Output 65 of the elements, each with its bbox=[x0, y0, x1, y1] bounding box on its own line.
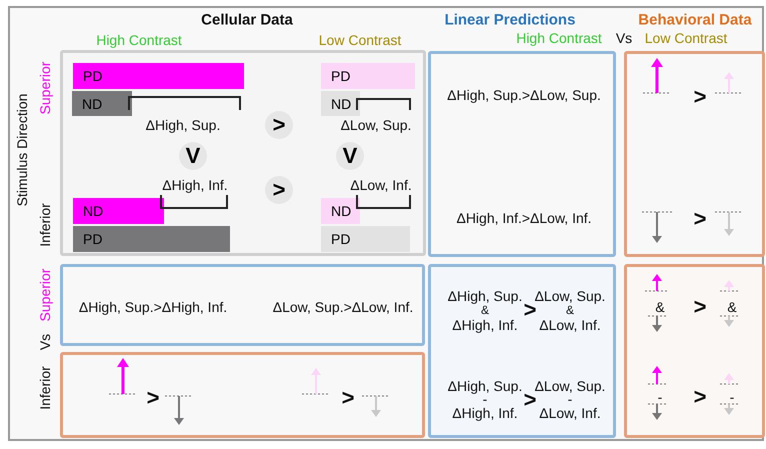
comparison-sign: > bbox=[524, 299, 536, 321]
difference-label: ΔHigh, Sup. bbox=[146, 118, 220, 132]
row-label: Superior bbox=[38, 62, 52, 114]
prediction-panel bbox=[428, 264, 616, 438]
response-bar: PD bbox=[321, 63, 415, 89]
condition-label: High Contrast bbox=[516, 31, 602, 45]
difference-label: ΔHigh, Inf. bbox=[162, 178, 228, 192]
difference-label: ΔLow, Inf. bbox=[350, 178, 412, 192]
comparison-sign: > bbox=[524, 389, 536, 411]
behavior-panel bbox=[624, 264, 765, 438]
operator-sign: & bbox=[727, 300, 737, 314]
comparison-sign: > bbox=[694, 386, 706, 408]
response-bar: ND bbox=[321, 91, 360, 116]
column-heading: Cellular Data bbox=[201, 12, 293, 28]
operator-sign: - bbox=[482, 392, 488, 406]
response-bar: ND bbox=[72, 91, 132, 116]
data-panel bbox=[60, 50, 426, 256]
prediction-panel bbox=[60, 264, 425, 346]
prediction-text: ΔHigh, Inf. bbox=[452, 318, 518, 332]
prediction-text: ΔLow, Inf. bbox=[539, 406, 601, 420]
comparison-sign: > bbox=[694, 296, 706, 318]
response-bar: ND bbox=[321, 198, 360, 224]
response-bar: PD bbox=[73, 226, 230, 252]
prediction-text: ΔHigh, Inf. bbox=[452, 406, 518, 420]
condition-label: High Contrast bbox=[96, 33, 182, 47]
response-bar: PD bbox=[73, 63, 244, 89]
operator-sign: - bbox=[730, 390, 734, 404]
column-heading: Linear Predictions bbox=[444, 12, 576, 28]
comparison-sign: > bbox=[694, 208, 706, 230]
condition-label: Low Contrast bbox=[318, 33, 402, 47]
axis-title: Stimulus Direction bbox=[15, 94, 29, 206]
comparison-badge: > bbox=[265, 176, 293, 204]
behavior-panel bbox=[60, 352, 425, 438]
response-bar: ND bbox=[73, 198, 164, 224]
prediction-text: ΔLow, Sup. bbox=[534, 379, 606, 393]
prediction-text: ΔHigh, Inf.>ΔLow, Inf. bbox=[456, 211, 592, 225]
prediction-text: ΔHigh, Sup. bbox=[448, 379, 522, 393]
comparison-sign: > bbox=[342, 387, 354, 409]
row-label: Inferior bbox=[38, 366, 52, 410]
column-heading: Behavioral Data bbox=[638, 12, 752, 28]
comparison-badge: > bbox=[265, 111, 293, 139]
comparison-sign: > bbox=[694, 86, 706, 108]
response-bar: PD bbox=[321, 226, 410, 252]
comparison-badge: V bbox=[336, 142, 364, 170]
operator-sign: - bbox=[658, 390, 662, 404]
prediction-text: ΔHigh, Sup. bbox=[448, 289, 522, 303]
difference-label: ΔLow, Sup. bbox=[340, 118, 412, 132]
row-label: Vs bbox=[38, 334, 52, 350]
operator-sign: & bbox=[566, 304, 574, 316]
row-label: Inferior bbox=[38, 203, 52, 247]
prediction-text: ΔLow, Sup. bbox=[534, 289, 606, 303]
prediction-panel bbox=[428, 51, 616, 257]
behavior-panel bbox=[624, 51, 765, 257]
prediction-text: ΔLow, Sup.>ΔLow, Inf. bbox=[272, 300, 414, 314]
operator-sign: & bbox=[481, 304, 489, 316]
row-label: Superior bbox=[38, 268, 52, 322]
prediction-text: ΔHigh, Sup.>ΔLow, Sup. bbox=[447, 88, 601, 102]
condition-label: Vs bbox=[616, 31, 632, 45]
operator-sign: & bbox=[655, 300, 665, 314]
comparison-badge: V bbox=[179, 142, 207, 170]
prediction-text: ΔLow, Inf. bbox=[539, 318, 601, 332]
prediction-text: ΔHigh, Sup.>ΔHigh, Inf. bbox=[78, 300, 228, 314]
comparison-sign: > bbox=[146, 387, 160, 409]
operator-sign: - bbox=[568, 392, 572, 406]
condition-label: Low Contrast bbox=[644, 31, 728, 45]
